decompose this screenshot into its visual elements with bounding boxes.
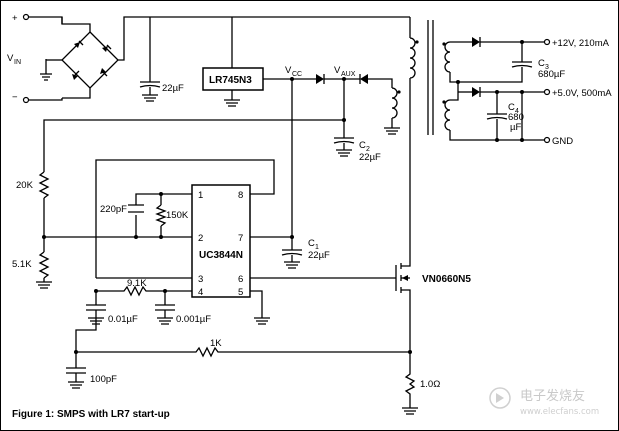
- vcc-label: V: [285, 65, 292, 76]
- c2-capacitor: [333, 79, 355, 157]
- c4-value-unit: µF: [510, 122, 521, 133]
- vin-label: V: [7, 53, 14, 64]
- c1-subscript: 1: [315, 244, 319, 251]
- watermark-text: 电子发烧友: [520, 388, 585, 404]
- ic-pin3: 3: [198, 274, 203, 285]
- c4-label: C: [508, 102, 515, 113]
- output-gnd: [449, 90, 551, 144]
- r1ohm-label: 1.0Ω: [420, 379, 440, 390]
- current-sense-network: [66, 318, 418, 415]
- c3-label: C: [538, 58, 545, 69]
- c0001-label: 0.001µF: [176, 314, 211, 325]
- r20k-label: 20K: [16, 180, 34, 191]
- output-5v: [450, 87, 551, 140]
- vcc-subscript: CC: [292, 71, 302, 78]
- aux-winding: [384, 87, 401, 135]
- c1-label: C: [308, 238, 315, 249]
- ic-pin4: 4: [198, 287, 203, 298]
- watermark-logo: [489, 387, 511, 409]
- input-terminals: [22, 13, 63, 104]
- ic-pin2: 2: [198, 233, 203, 244]
- c1-capacitor: [281, 237, 303, 269]
- r150k-label: 150K: [166, 210, 189, 221]
- r51k-label: 5.1K: [12, 259, 32, 270]
- gnd-label: GND: [552, 136, 573, 147]
- vin-subscript: IN: [14, 59, 21, 66]
- c3-subscript: 3: [545, 64, 549, 71]
- bridge-capacitor: [139, 17, 161, 102]
- output-12v-label: +12V, 210mA: [552, 38, 610, 49]
- c220p-label: 220pF: [100, 204, 127, 215]
- bridge-cap-value: 22µF: [162, 83, 184, 94]
- figure-caption: Figure 1: SMPS with LR7 start-up: [12, 409, 170, 420]
- c4-subscript: 4: [515, 108, 519, 115]
- c1-value: 22µF: [308, 250, 330, 261]
- ic-pin8: 8: [238, 190, 243, 201]
- bridge-rectifier: [46, 16, 150, 99]
- ic-pin7: 7: [238, 233, 243, 244]
- c2-subscript: 2: [366, 146, 370, 153]
- c3-value: 680µF: [538, 69, 565, 80]
- c4-value-number: 680: [508, 112, 524, 123]
- r1k-label: 1K: [210, 338, 222, 349]
- ic-pin1: 1: [198, 190, 203, 201]
- ic-pin5: 5: [238, 287, 243, 298]
- c2-label: C: [359, 140, 366, 151]
- regulator-lr745n3: [202, 17, 316, 107]
- feedback-divider: [36, 118, 346, 289]
- vaux-label: V: [334, 65, 341, 76]
- ic-uc3844n: [44, 159, 396, 325]
- vaux-diodes: [290, 74, 393, 238]
- ic-pin6: 6: [238, 274, 243, 285]
- c001a-label: 0.01µF: [108, 314, 138, 325]
- vin-minus-label: −: [12, 92, 18, 103]
- mosfet-vn0660n5: [395, 258, 411, 352]
- mosfet-label: VN0660N5: [422, 274, 471, 285]
- regulator-label: LR745N3: [209, 75, 252, 86]
- vaux-subscript: AUX: [341, 71, 356, 78]
- output-5v-label: +5.0V, 500mA: [552, 88, 612, 99]
- c2-value: 22µF: [359, 152, 381, 163]
- ic-label: UC3844N: [199, 250, 243, 261]
- output-12v: [449, 37, 551, 92]
- transformer: [409, 17, 451, 258]
- watermark-url: www.elecfans.com: [520, 407, 599, 417]
- c100p-label: 100pF: [90, 374, 117, 385]
- r91k-label: 9.1K: [127, 278, 147, 289]
- vin-plus-label: +: [12, 13, 18, 24]
